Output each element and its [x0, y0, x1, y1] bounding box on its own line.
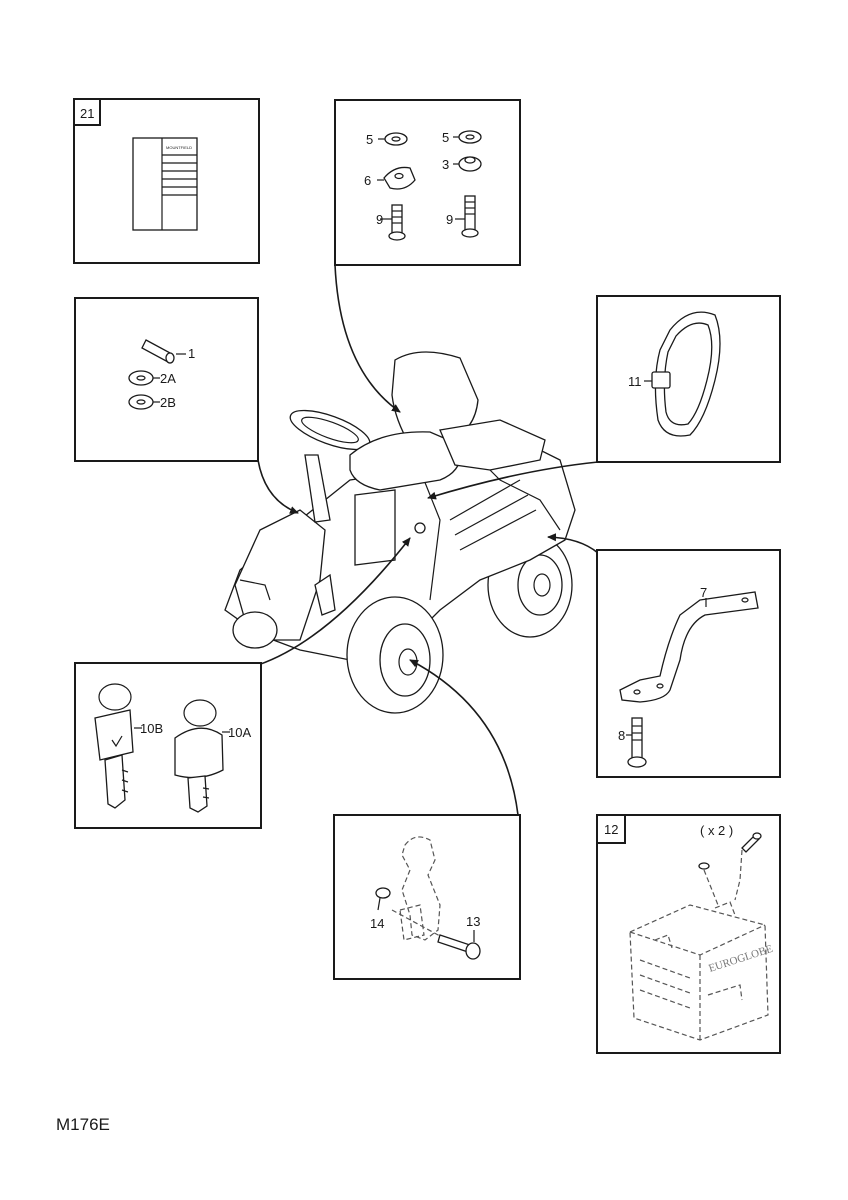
panel-seat-hardware: 5 6 9 5 3 9 — [334, 99, 521, 266]
carriage-bolt-icon — [437, 934, 481, 960]
roll-pin-icon — [141, 339, 175, 364]
washer-2b-label: 2B — [160, 395, 176, 410]
washer-2a-label: 2A — [160, 371, 176, 386]
key-10b-icon — [94, 683, 134, 809]
seat-hardware-label-5: 3 — [442, 157, 449, 172]
seat-hardware-label-1: 5 — [366, 132, 373, 147]
diagram-code: M176E — [56, 1115, 110, 1134]
washer-14-label: 14 — [370, 916, 384, 931]
panel-strap: 11 — [596, 295, 781, 463]
strap-icon — [651, 311, 721, 437]
screw-icon — [741, 832, 762, 853]
washer-icon — [384, 132, 408, 146]
panel-manual: 21 MOUNTFIELD — [73, 98, 260, 264]
panel-manual-number: 21 — [80, 106, 94, 121]
panel-battery-number: 12 — [604, 822, 618, 837]
leader-lines — [257, 264, 599, 816]
seat-hardware-label-3: 9 — [376, 212, 383, 227]
bracket-label: 7 — [700, 585, 707, 600]
bolt-label: 8 — [618, 728, 625, 743]
bolt-13-label: 13 — [466, 914, 480, 929]
seat-hardware-label-4: 5 — [442, 130, 449, 145]
washer-icon — [128, 370, 154, 386]
panel-pedal: 14 13 — [333, 814, 521, 980]
key-10a-icon — [174, 699, 224, 813]
key-10a-label: 10A — [228, 725, 251, 740]
pin-label: 1 — [188, 346, 195, 361]
washer-icon — [375, 887, 391, 899]
bolt-icon — [391, 204, 403, 234]
washer-icon — [698, 862, 710, 870]
panel-battery: 12 ( x 2 ) EUROGLOBE — [596, 814, 781, 1054]
ride-on-mower-illustration — [224, 351, 576, 714]
flange-bolt-icon — [627, 717, 647, 768]
battery-quantity: ( x 2 ) — [700, 823, 733, 838]
key-10b-label: 10B — [140, 721, 163, 736]
panel-pin-washers: 1 2A 2B — [74, 297, 259, 462]
seat-hardware-label-6: 9 — [446, 212, 453, 227]
panel-keys: 10B 10A — [74, 662, 262, 829]
pedal-arm-icon — [399, 836, 441, 941]
bolt-icon — [464, 195, 476, 231]
washer-icon — [128, 394, 154, 410]
strap-label: 11 — [628, 374, 642, 389]
washer-icon — [458, 130, 482, 144]
seat-hardware-label-2: 6 — [364, 173, 371, 188]
bracket-icon — [619, 591, 759, 703]
manual-booklet-title: MOUNTFIELD — [166, 145, 192, 150]
panel-bracket: 7 8 — [596, 549, 781, 778]
manual-booklet-icon: MOUNTFIELD — [132, 137, 198, 231]
